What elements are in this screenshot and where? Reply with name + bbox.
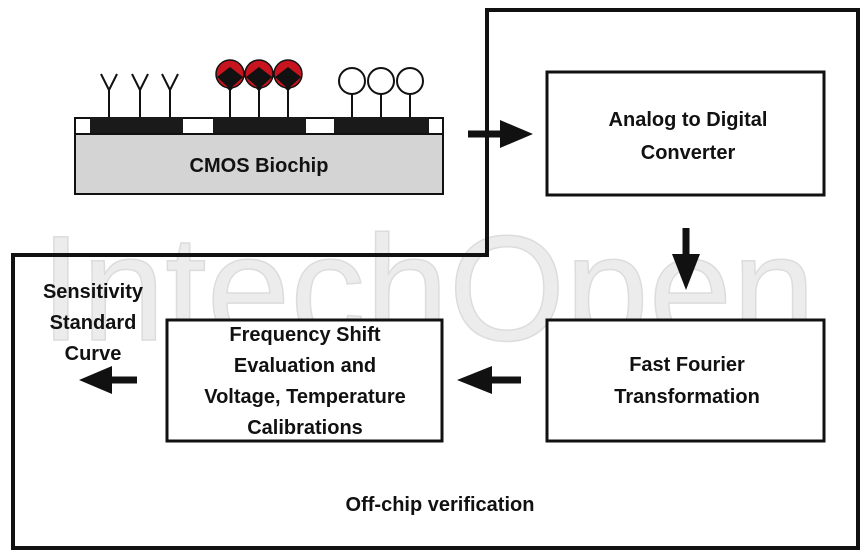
arrow-freq-to-output bbox=[79, 366, 137, 394]
freq-label-line-4: Calibrations bbox=[247, 417, 363, 439]
bound-antigen-icon bbox=[244, 59, 274, 117]
empty-circle-icon bbox=[396, 67, 424, 117]
freq-label-line-3: Voltage, Temperature bbox=[204, 386, 406, 408]
adc-label-line-1: Analog to Digital bbox=[609, 109, 768, 131]
fft-box: Fast Fourier Transformation bbox=[545, 318, 826, 443]
antibody-probes bbox=[100, 73, 179, 117]
frequency-shift-box: Frequency Shift Evaluation and Voltage, … bbox=[165, 318, 444, 443]
unbound-probes bbox=[338, 67, 424, 117]
antibody-icon bbox=[100, 73, 118, 117]
fft-label-line-1: Fast Fourier bbox=[629, 354, 745, 376]
arrow-biochip-to-adc bbox=[468, 120, 533, 148]
biochip-substrate bbox=[74, 133, 444, 195]
off-chip-region-border bbox=[11, 8, 860, 550]
empty-circle-icon bbox=[338, 67, 366, 117]
output-label-line-2: Standard bbox=[50, 312, 137, 334]
off-chip-verification-label: Off-chip verification bbox=[346, 494, 535, 516]
electrode-1 bbox=[90, 117, 183, 133]
bound-antigen-icon bbox=[215, 59, 245, 117]
arrow-adc-to-fft bbox=[672, 228, 700, 290]
electrode-3 bbox=[334, 117, 429, 133]
fft-label-line-2: Transformation bbox=[614, 386, 760, 408]
antibody-icon bbox=[161, 73, 179, 117]
antibody-icon bbox=[131, 73, 149, 117]
output-label-line-1: Sensitivity bbox=[43, 281, 144, 303]
bound-antigen-icon bbox=[273, 59, 303, 117]
empty-circle-icon bbox=[367, 67, 395, 117]
adc-box: Analog to Digital Converter bbox=[545, 70, 826, 197]
biochip-label: CMOS Biochip bbox=[190, 155, 329, 177]
electrode-2 bbox=[213, 117, 306, 133]
output-label: Sensitivity Standard Curve bbox=[43, 281, 144, 365]
freq-label-line-1: Frequency Shift bbox=[229, 324, 380, 346]
adc-label-line-2: Converter bbox=[641, 142, 736, 164]
freq-label-line-2: Evaluation and bbox=[234, 355, 376, 377]
cmos-biochip: CMOS Biochip bbox=[74, 59, 444, 195]
arrow-fft-to-freq bbox=[457, 366, 521, 394]
output-label-line-3: Curve bbox=[65, 343, 122, 365]
bound-antigen-probes bbox=[215, 59, 303, 117]
